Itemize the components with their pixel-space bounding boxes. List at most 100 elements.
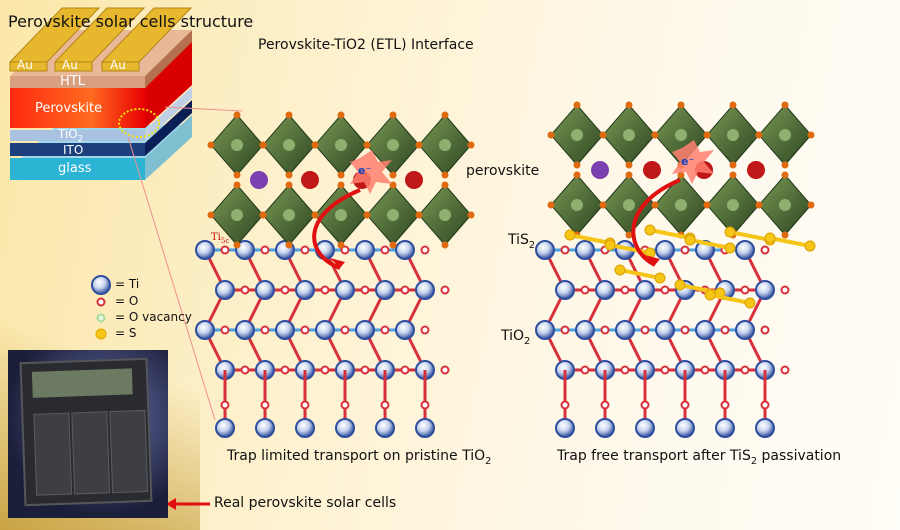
excitation-burst-left bbox=[350, 150, 392, 194]
oxygen-atom bbox=[660, 365, 670, 375]
metal-center bbox=[727, 129, 739, 141]
titanium-atom bbox=[415, 418, 435, 438]
titanium-atom bbox=[555, 280, 575, 300]
halide-atom bbox=[807, 201, 815, 209]
legend-o-label: = O bbox=[115, 294, 139, 308]
oxygen-atom bbox=[380, 245, 390, 255]
oxygen-atom bbox=[240, 365, 250, 375]
metal-center bbox=[387, 209, 399, 221]
titanium-atom bbox=[715, 418, 735, 438]
metal-center bbox=[675, 199, 687, 211]
ti-s-bond bbox=[649, 228, 691, 240]
photo-caption: Real perovskite solar cells bbox=[214, 495, 397, 511]
metal-center bbox=[779, 129, 791, 141]
electron-transfer-arrow-right bbox=[631, 178, 681, 267]
tio2-lattice-left bbox=[195, 240, 450, 438]
oxygen-atom bbox=[620, 365, 630, 375]
halide-atom bbox=[703, 201, 711, 209]
oxygen-atom bbox=[600, 325, 610, 335]
oxygen-atom bbox=[780, 365, 790, 375]
cation-atom bbox=[301, 171, 319, 189]
halide-atom bbox=[755, 201, 763, 209]
ti-s-bond bbox=[709, 293, 751, 305]
legend-o-vacancy-icon bbox=[96, 313, 106, 323]
ito-layer-label: ITO bbox=[63, 143, 84, 157]
titanium-atom bbox=[295, 418, 315, 438]
oxygen-atom bbox=[440, 285, 450, 295]
oxygen-atom bbox=[420, 325, 430, 335]
titanium-atom bbox=[375, 418, 395, 438]
titanium-atom bbox=[235, 320, 255, 340]
halide-atom bbox=[599, 131, 607, 139]
halide-atom bbox=[625, 101, 633, 109]
titanium-atom bbox=[555, 418, 575, 438]
oxygen-atom bbox=[720, 325, 730, 335]
oxygen-atom bbox=[220, 245, 230, 255]
oxygen-atom bbox=[300, 245, 310, 255]
titanium-atom bbox=[275, 320, 295, 340]
oxygen-atom bbox=[580, 365, 590, 375]
titanium-atom bbox=[635, 418, 655, 438]
halide-atom bbox=[441, 241, 449, 249]
titanium-atom bbox=[755, 280, 775, 300]
metal-center bbox=[779, 199, 791, 211]
titanium-atom bbox=[195, 240, 215, 260]
oxygen-atom bbox=[620, 285, 630, 295]
halide-atom bbox=[573, 171, 581, 179]
titanium-atom bbox=[535, 240, 555, 260]
oxygen-atom bbox=[420, 245, 430, 255]
halide-atom bbox=[285, 241, 293, 249]
tis2-layer bbox=[564, 224, 816, 309]
ti-s-bond bbox=[729, 230, 771, 242]
oxygen-atom bbox=[740, 365, 750, 375]
legend-o-icon bbox=[96, 297, 106, 307]
halide-atom bbox=[573, 161, 581, 169]
titanium-atom bbox=[335, 418, 355, 438]
legend-ti-icon bbox=[91, 275, 111, 295]
titanium-atom bbox=[395, 240, 415, 260]
metal-center bbox=[387, 139, 399, 151]
halide-atom bbox=[755, 131, 763, 139]
metal-center bbox=[231, 139, 243, 151]
halide-atom bbox=[441, 111, 449, 119]
legend-ti-label: = Ti bbox=[115, 277, 140, 291]
au-label-2: Au bbox=[62, 58, 78, 72]
halide-atom bbox=[259, 141, 267, 149]
halide-atom bbox=[651, 131, 659, 139]
oxygen-atom bbox=[220, 325, 230, 335]
halide-atom bbox=[415, 141, 423, 149]
oxygen-atom bbox=[760, 245, 770, 255]
legend-s-label: = S bbox=[115, 326, 137, 340]
oxygen-atom bbox=[220, 400, 230, 410]
ti-s-bond bbox=[619, 268, 661, 280]
titanium-atom bbox=[195, 320, 215, 340]
halide-atom bbox=[233, 181, 241, 189]
halide-atom bbox=[781, 171, 789, 179]
oxygen-atom bbox=[660, 285, 670, 295]
halide-atom bbox=[233, 171, 241, 179]
oxygen-atom bbox=[360, 285, 370, 295]
halide-atom bbox=[729, 161, 737, 169]
ti5c-label: Ti5c bbox=[211, 232, 230, 245]
halide-atom bbox=[311, 141, 319, 149]
tis2-label: TiS2 bbox=[508, 232, 536, 251]
titanium-atom bbox=[615, 320, 635, 340]
perovskite-octahedra-left bbox=[207, 111, 475, 249]
oxygen-atom bbox=[420, 400, 430, 410]
titanium-atom bbox=[375, 280, 395, 300]
halide-atom bbox=[599, 201, 607, 209]
halide-atom bbox=[337, 241, 345, 249]
sulfur-atom bbox=[744, 297, 756, 309]
titanium-atom bbox=[295, 280, 315, 300]
oxygen-atom bbox=[740, 285, 750, 295]
electron-label-left: e⁻ bbox=[358, 164, 372, 177]
titanium-atom bbox=[395, 320, 415, 340]
oxygen-atom bbox=[640, 400, 650, 410]
oxygen-atom bbox=[280, 285, 290, 295]
halide-atom bbox=[781, 231, 789, 239]
halide-atom bbox=[781, 101, 789, 109]
oxygen-atom bbox=[760, 325, 770, 335]
sulfur-atom bbox=[724, 226, 736, 238]
halide-atom bbox=[285, 181, 293, 189]
halide-atom bbox=[547, 201, 555, 209]
